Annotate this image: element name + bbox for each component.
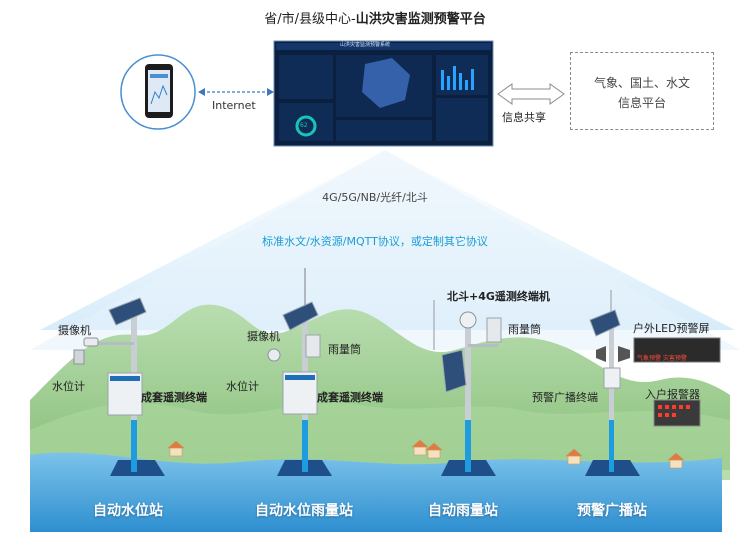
rain-gauge-label-2: 雨量筒: [328, 343, 361, 356]
water-level-label-2: 水位计: [226, 380, 259, 393]
external-platform-line1: 气象、国土、水文: [593, 76, 690, 90]
camera-label-1: 摄像机: [58, 324, 91, 337]
station-name-2: 自动水位雨量站: [255, 503, 353, 519]
station-name-4: 预警广播站: [577, 503, 647, 519]
station-name-1: 自动水位站: [93, 503, 163, 519]
station-name-3: 自动雨量站: [428, 503, 498, 519]
external-platform-box: [570, 52, 714, 130]
rain-gauge-label-3: 雨量筒: [508, 323, 541, 336]
communication-label: 4G/5G/NB/光纤/北斗: [322, 191, 428, 204]
title-prefix: 省/市/县级中心-: [264, 12, 356, 27]
station-auto-water-level: [73, 297, 165, 476]
dashboard-header: 山洪灾害监测预警系统: [340, 42, 391, 48]
title-main: 山洪灾害监测预警平台: [355, 12, 486, 27]
internet-arrow: [198, 88, 274, 96]
telemetry-label-2: 成套遥测终端: [317, 391, 383, 404]
dashboard-gauge-value: 62: [300, 122, 308, 129]
internet-label: Internet: [212, 99, 256, 112]
river: [30, 452, 722, 532]
protocol-label: 标准水文/水资源/MQTT协议，或定制其它协议: [262, 235, 488, 248]
beidou-terminal-label: 北斗+4G遥测终端机: [447, 290, 550, 303]
info-share-label: 信息共享: [502, 111, 546, 124]
page-title: 省/市/县级中心-山洪灾害监测预警平台: [0, 8, 750, 27]
village-houses: [167, 439, 685, 469]
station-auto-water-rain: [267, 268, 332, 476]
water-level-label-1: 水位计: [52, 380, 85, 393]
telemetry-label-1: 成套遥测终端: [141, 391, 207, 404]
broadcast-terminal-label: 预警广播终端: [532, 391, 598, 404]
household-alarm-label: 入户报警器: [645, 388, 700, 401]
share-arrow: [497, 83, 565, 105]
dashboard-screen: [273, 40, 494, 147]
station-auto-rain: [433, 300, 502, 476]
camera-label-2: 摄像机: [247, 330, 280, 343]
led-screen-text: 气象预警 灾害预警: [637, 355, 687, 362]
external-platform-line2: 信息平台: [617, 96, 666, 110]
mobile-phone: [120, 54, 196, 130]
led-screen-label: 户外LED预警屏: [633, 322, 710, 335]
station-warning-broadcast: [585, 290, 721, 476]
